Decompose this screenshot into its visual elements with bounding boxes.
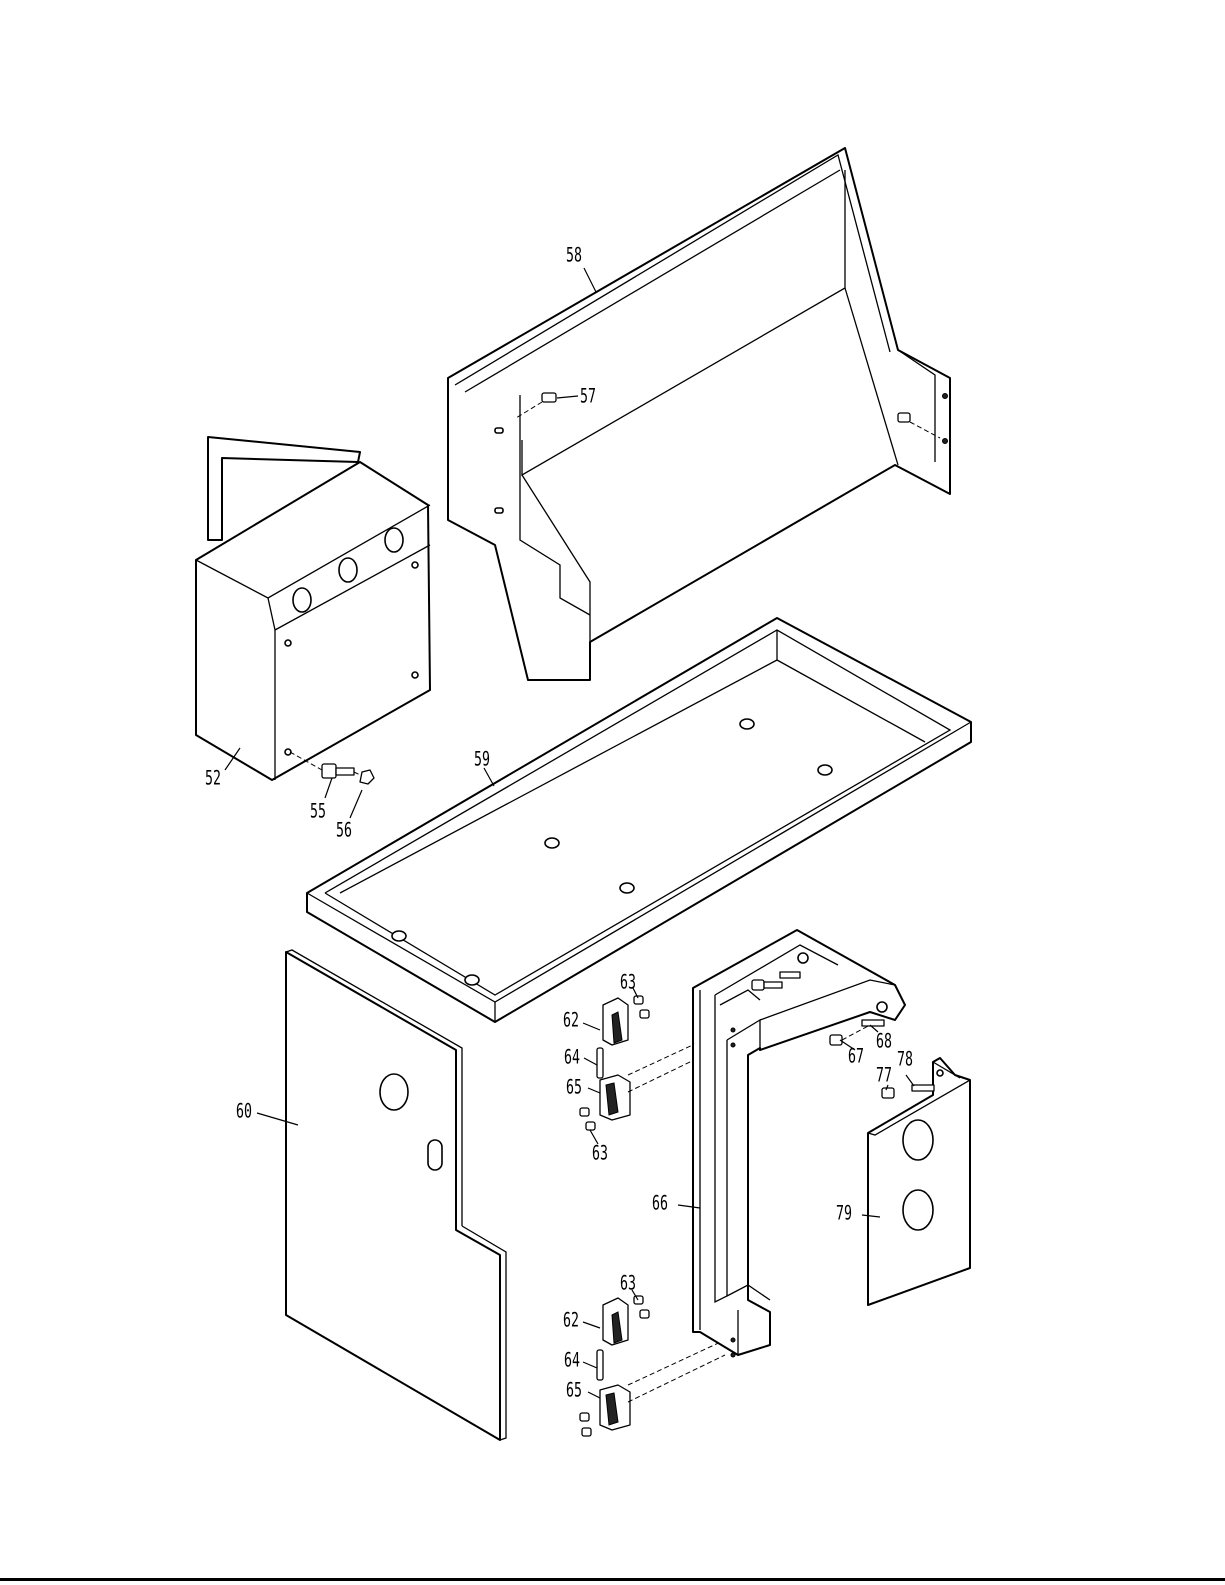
callout-63: 63 <box>620 1271 636 1294</box>
callout-62: 62 <box>563 1308 579 1331</box>
callout-64: 64 <box>564 1045 580 1068</box>
callout-68: 68 <box>876 1029 892 1052</box>
part-52-electrical-box <box>196 437 430 780</box>
cable-port-hole <box>293 588 311 612</box>
cover-window-hole <box>903 1120 933 1160</box>
callout-65: 65 <box>566 1378 582 1401</box>
part-79-side-cover <box>868 1058 970 1305</box>
cable-port-hole <box>339 558 357 582</box>
callout-55: 55 <box>310 799 326 822</box>
callout-79: 79 <box>836 1201 852 1224</box>
callout-77: 77 <box>876 1063 892 1086</box>
callout-59: 59 <box>474 747 490 770</box>
callout-65: 65 <box>566 1075 582 1098</box>
callout-56: 56 <box>336 818 352 841</box>
callout-64: 64 <box>564 1348 580 1371</box>
part-58-splash-guard <box>448 148 950 680</box>
slot-hole <box>495 508 503 513</box>
callout-60: 60 <box>236 1099 252 1122</box>
callout-58: 58 <box>566 243 582 266</box>
callout-57: 57 <box>580 384 596 407</box>
door-window-hole <box>380 1074 408 1110</box>
callout-52: 52 <box>205 766 221 789</box>
part-60-door-panel <box>286 950 506 1440</box>
callout-63: 63 <box>620 970 636 993</box>
callout-67: 67 <box>848 1044 864 1067</box>
callout-62: 62 <box>563 1008 579 1031</box>
cable-port-hole <box>385 528 403 552</box>
callout-63: 63 <box>592 1141 608 1164</box>
cover-window-hole <box>903 1190 933 1230</box>
page-bottom-rule <box>0 1578 1225 1581</box>
callout-66: 66 <box>652 1191 668 1214</box>
door-slot <box>428 1140 442 1170</box>
callout-78: 78 <box>897 1047 913 1070</box>
slot-hole <box>495 428 503 433</box>
